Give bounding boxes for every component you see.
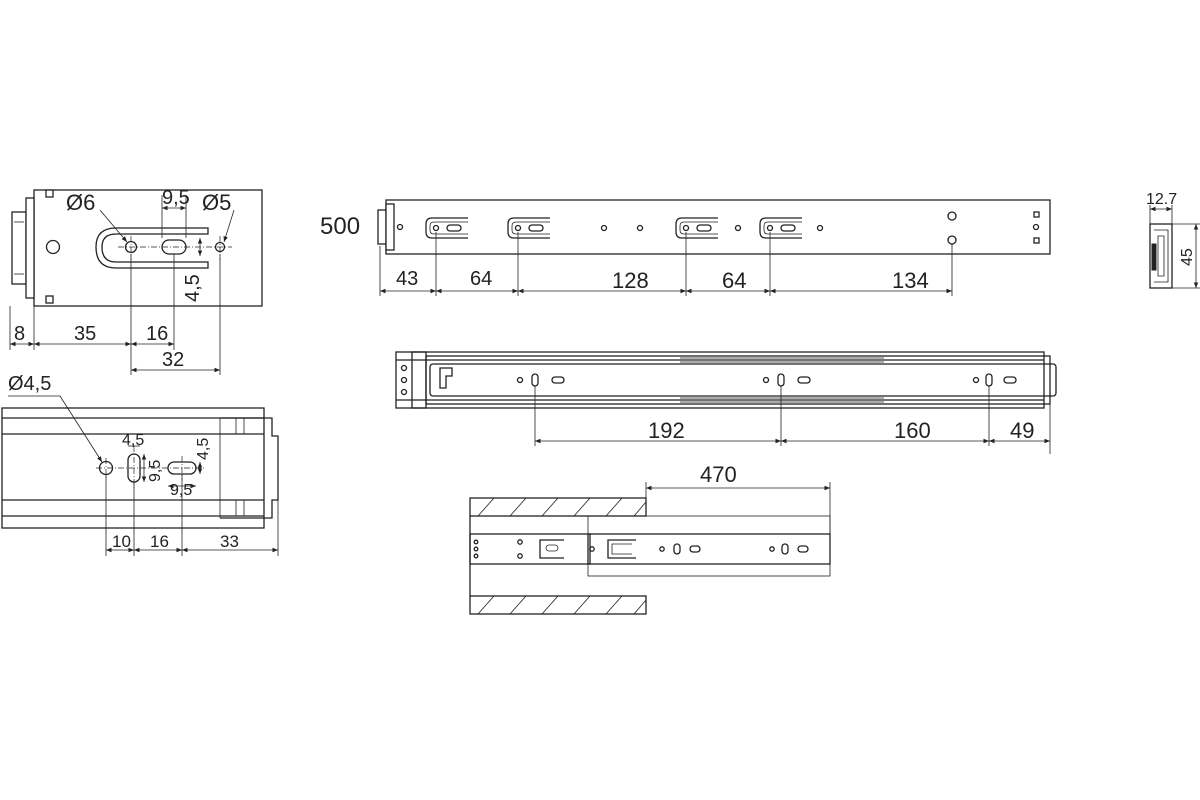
slot2-height-label: 4,5 bbox=[195, 438, 212, 460]
side-rail-view: 500 43 64 128 64 134 bbox=[320, 199, 1051, 296]
dim-64a-label: 64 bbox=[470, 268, 492, 290]
dim-32-label: 32 bbox=[162, 349, 184, 371]
dim-128-label: 128 bbox=[612, 268, 649, 293]
dim-8-label: 8 bbox=[14, 323, 25, 345]
slot2-width-label: 9,5 bbox=[170, 482, 192, 499]
drawer-rail-view: 192 160 49 bbox=[395, 351, 1057, 454]
dim-134-label: 134 bbox=[892, 268, 929, 293]
slot-hole-label: Ø4,5 bbox=[8, 373, 51, 395]
end-profile-view: 12.7 45 bbox=[1146, 191, 1200, 289]
dim-10-label: 10 bbox=[112, 532, 131, 551]
dim-192-label: 192 bbox=[648, 418, 685, 443]
slot1-height-label: 9,5 bbox=[147, 460, 164, 482]
slot-detail-view: Ø4,5 4,5 9,5 4,5 9,5 10 16 33 bbox=[1, 373, 279, 556]
ball-cage-upper bbox=[680, 357, 884, 403]
dim-64b-label: 64 bbox=[722, 268, 746, 293]
dim-16-label: 16 bbox=[146, 323, 168, 345]
profile-height-label: 45 bbox=[1179, 248, 1196, 266]
mount-bracket-view: Ø6 9,5 Ø5 4,5 8 35 16 32 bbox=[9, 187, 263, 375]
hole-left-label: Ø6 bbox=[66, 190, 95, 215]
dim-35-label: 35 bbox=[74, 323, 96, 345]
dim-160-label: 160 bbox=[894, 418, 931, 443]
slot1-width-label: 4,5 bbox=[122, 432, 144, 449]
dim-49-label: 49 bbox=[1010, 418, 1034, 443]
dim-16b-label: 16 bbox=[150, 532, 169, 551]
extension-view: 470 bbox=[469, 462, 831, 615]
slot-offset-label: 4,5 bbox=[182, 274, 204, 302]
cabinet-hole-group bbox=[425, 217, 468, 239]
dim-43-label: 43 bbox=[396, 268, 418, 290]
profile-width-label: 12.7 bbox=[1146, 191, 1177, 208]
rail-length-label: 500 bbox=[320, 213, 360, 240]
slot-width-label: 9,5 bbox=[162, 187, 190, 209]
hole-right-label: Ø5 bbox=[202, 190, 231, 215]
travel-label: 470 bbox=[700, 462, 737, 487]
dim-33-label: 33 bbox=[220, 532, 239, 551]
